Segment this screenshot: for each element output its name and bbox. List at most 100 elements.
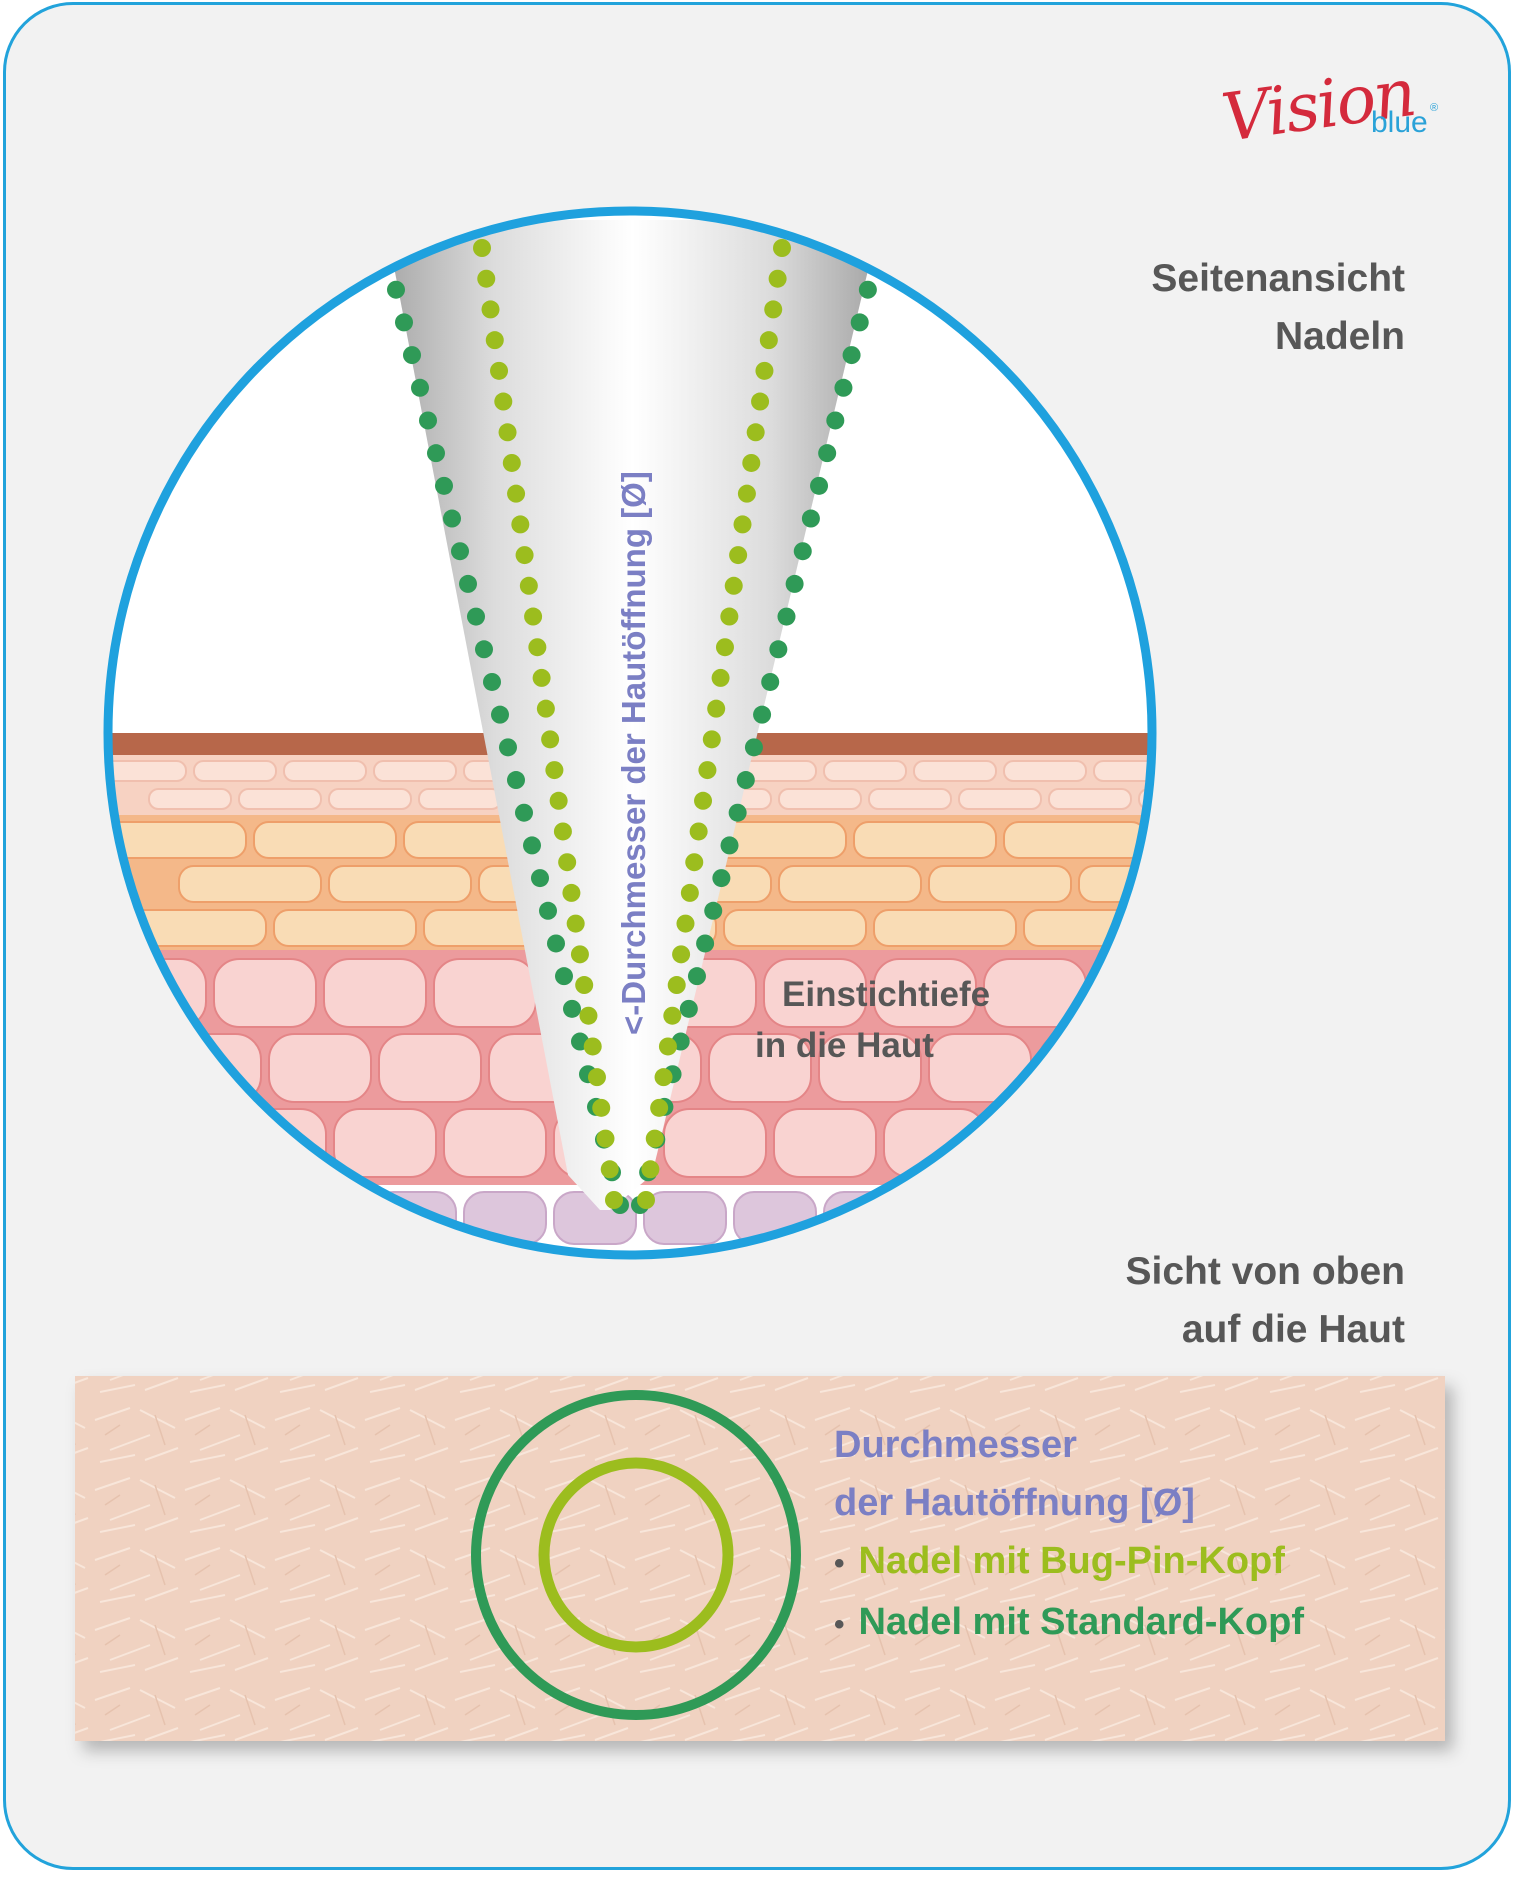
skin-cell <box>283 760 367 782</box>
outline-dot <box>498 423 517 442</box>
outline-dot <box>566 914 585 933</box>
legend-item-standard: •Nadel mit Standard-Kopf <box>834 1593 1304 1654</box>
skin-cell <box>323 958 427 1028</box>
outline-dot <box>720 836 739 855</box>
outline-dot <box>494 392 513 411</box>
skin-cell <box>108 760 187 782</box>
outline-dot <box>443 509 461 528</box>
skin-cell <box>1154 822 1296 858</box>
outline-dot <box>858 280 877 299</box>
outline-dot <box>751 392 770 411</box>
outline-dot <box>515 803 533 822</box>
skin-cell <box>958 788 1042 810</box>
skin-cell <box>253 821 397 859</box>
skin-cell <box>1023 909 1152 947</box>
skin-cell <box>873 958 977 1028</box>
skin-cell <box>1093 958 1152 1028</box>
skin-cell <box>273 909 417 947</box>
skin-cell <box>333 1108 437 1178</box>
outline-dot <box>707 699 726 718</box>
outline-dot <box>502 453 521 472</box>
skin-cell <box>778 865 922 903</box>
legend-title-line1: Durchmesser <box>834 1424 1077 1466</box>
vision-blue-logo: Vision blue ® <box>1217 54 1458 190</box>
skin-cell <box>928 865 1072 903</box>
skin-cell <box>883 1108 987 1178</box>
outline-dot <box>768 269 787 288</box>
outline-dot <box>810 476 829 495</box>
skin-cell <box>1148 1033 1152 1103</box>
skin-cell <box>818 1033 922 1103</box>
outline-dot <box>729 546 748 565</box>
outline-dot <box>685 853 704 872</box>
side-view-heading: Seitenansicht Nadeln <box>1151 250 1405 366</box>
skin-cell <box>1078 865 1152 903</box>
outline-dot <box>507 771 525 790</box>
outline-dot <box>834 378 853 397</box>
outline-dot <box>511 515 530 534</box>
skin-cell <box>108 821 247 859</box>
outline-dot <box>696 934 715 953</box>
skin-cell <box>1138 788 1152 810</box>
logo-sub: blue <box>1371 106 1428 139</box>
outline-dot <box>387 280 405 299</box>
registered-mark: ® <box>1430 102 1439 114</box>
outline-dot <box>842 346 861 365</box>
outline-dot <box>733 515 752 534</box>
skin-cell <box>113 1108 217 1178</box>
outline-dot <box>451 542 469 561</box>
bug-pin-head-hole <box>538 1457 734 1653</box>
outline-dot <box>818 444 837 463</box>
outline-dot <box>483 672 501 691</box>
side-view-title-line2: Nadeln <box>1274 315 1405 358</box>
skin-cell <box>373 760 457 782</box>
outline-dot <box>583 1037 602 1056</box>
outline-dot <box>746 423 765 442</box>
outline-dot <box>753 705 772 724</box>
legend-label-bug-pin: Nadel mit Bug-Pin-Kopf <box>858 1540 1285 1582</box>
outline-dot <box>579 1006 598 1025</box>
skin-cell <box>773 1108 877 1178</box>
outline-dot <box>485 331 504 350</box>
outline-dot <box>658 1037 677 1056</box>
outline-dot <box>477 269 496 288</box>
outline-dot <box>532 668 551 687</box>
side-view-title-line1: Seitenansicht <box>1151 257 1405 300</box>
skin-cell <box>1048 788 1132 810</box>
outline-dot <box>689 822 708 841</box>
bug-pin-head-outline <box>473 239 791 1209</box>
outline-dot <box>570 945 589 964</box>
outline-dot <box>694 791 713 810</box>
outline-dot <box>545 761 564 780</box>
skin-cell <box>1093 1191 1152 1245</box>
outline-dot <box>724 576 743 595</box>
outline-dot <box>704 901 723 920</box>
skin-cell <box>1003 760 1087 782</box>
outline-dot <box>539 901 557 920</box>
outline-dot <box>773 239 791 257</box>
outline-dot <box>435 476 453 495</box>
standard-head-hole <box>471 1390 801 1720</box>
skin-cell <box>1103 1108 1152 1178</box>
outline-dot <box>524 607 543 626</box>
outline-dot <box>687 967 706 986</box>
outline-dot <box>698 761 717 780</box>
skin-cell <box>643 1191 727 1245</box>
outline-dot <box>867 248 885 266</box>
skin-cell <box>268 1033 372 1103</box>
skin-cell <box>213 958 317 1028</box>
outline-dot <box>587 1068 606 1087</box>
outline-dot <box>403 346 421 365</box>
needle-diameter-label: <-Durchmesser der Hautöffnung [Ø] <box>615 471 652 1035</box>
outline-dot <box>737 484 756 503</box>
skin-cell <box>238 788 322 810</box>
legend-label-standard: Nadel mit Standard-Kopf <box>858 1601 1304 1643</box>
outline-dot <box>744 738 763 757</box>
outline-dot <box>536 699 555 718</box>
outline-dot <box>596 1129 615 1148</box>
skin-cell <box>378 1033 482 1103</box>
outline-dot <box>711 668 730 687</box>
legend: Durchmesser der Hautöffnung [Ø] •Nadel m… <box>834 1416 1304 1654</box>
outline-dot <box>712 869 731 888</box>
outline-dot <box>645 1129 664 1148</box>
